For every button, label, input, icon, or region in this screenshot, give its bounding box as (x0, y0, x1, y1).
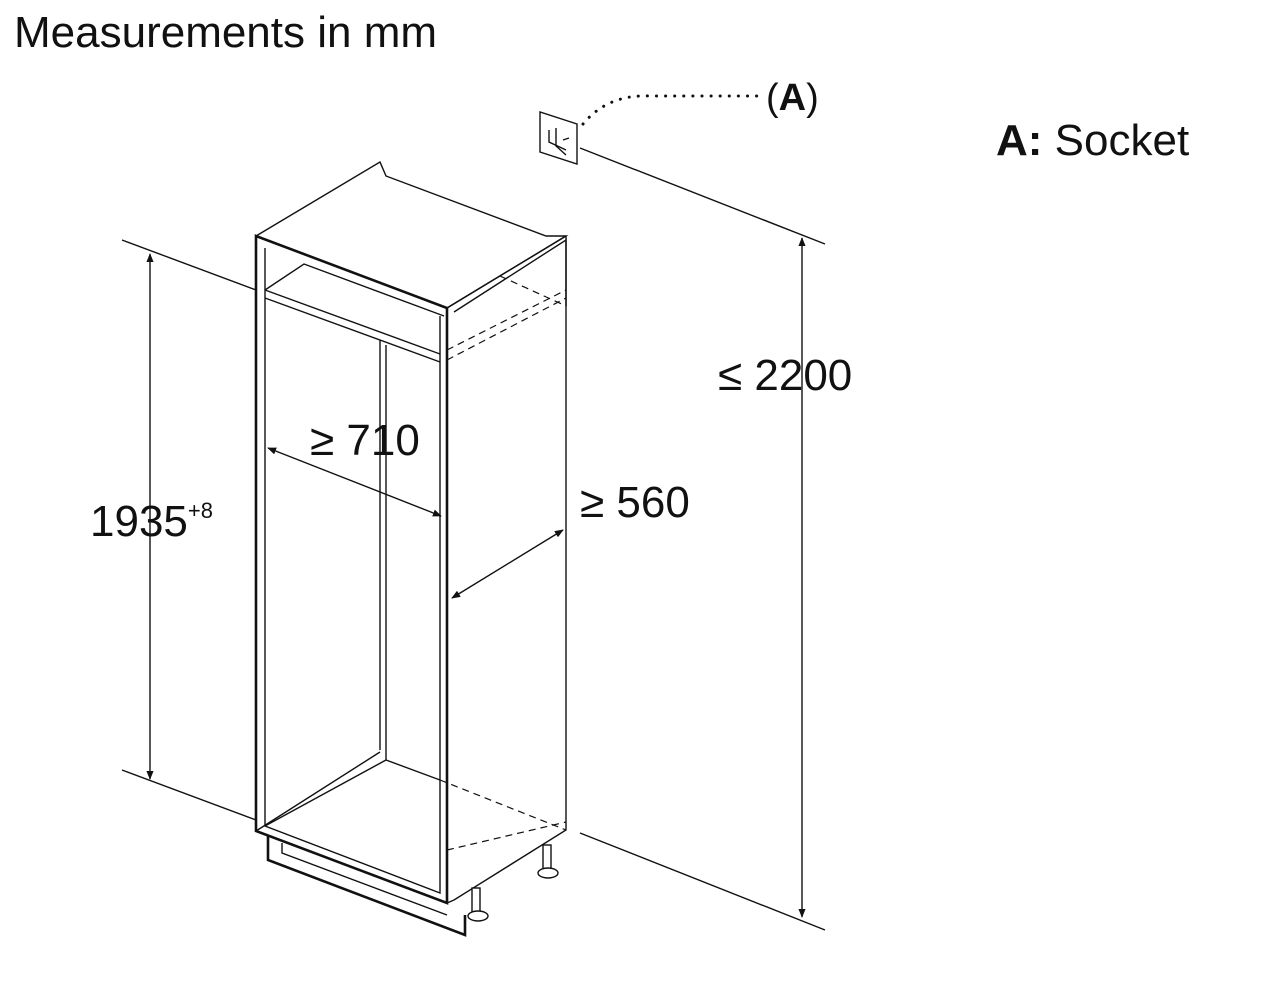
height-tolerance: +8 (188, 498, 213, 523)
legend-key: A: (996, 116, 1043, 165)
height-value: 1935 (90, 497, 188, 546)
width-label: ≥ 710 (310, 416, 420, 465)
height-label: 1935+8 (90, 497, 213, 546)
legend-text: Socket (1054, 116, 1190, 165)
socket-icon (539, 111, 578, 165)
depth-label: ≥ 560 (580, 478, 690, 527)
callout-open: ( (766, 77, 779, 119)
callout-label: (A) (766, 77, 819, 119)
max-height-label: ≤ 2200 (718, 351, 852, 400)
extension-lines (121, 147, 826, 931)
dimension-arrows (146, 237, 806, 918)
callout-leader (581, 94, 762, 126)
page-title: Measurements in mm (14, 8, 438, 57)
callout-letter: A (779, 77, 806, 119)
callout-close: ) (806, 77, 819, 119)
cabinet-niche (254, 160, 569, 937)
legend: A: Socket (996, 116, 1189, 166)
